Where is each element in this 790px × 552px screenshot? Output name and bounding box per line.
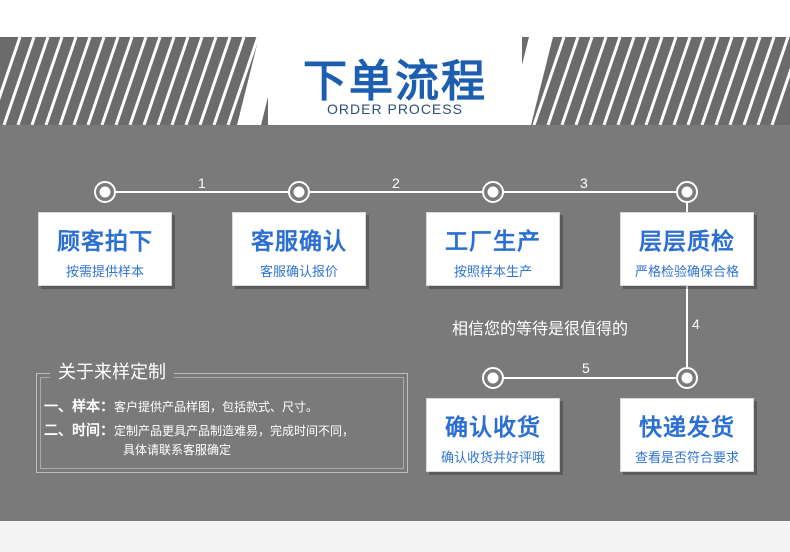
step-card-6: 确认收货 确认收货并好评哦 bbox=[426, 398, 560, 472]
custom-info-title: 关于来样定制 bbox=[50, 358, 174, 384]
flow-node bbox=[94, 181, 698, 389]
step-desc: 查看是否符合要求 bbox=[634, 451, 739, 466]
step-number-4: 4 bbox=[692, 316, 700, 332]
step-card-1: 顾客拍下 按需提供样本 bbox=[38, 212, 172, 286]
step-number-5: 5 bbox=[582, 360, 590, 376]
step-desc: 按需提供样本 bbox=[65, 265, 144, 280]
diagonal-stripes bbox=[0, 37, 790, 125]
step-card-2: 客服确认 客服确认报价 bbox=[232, 212, 366, 286]
step-desc: 确认收货并好评哦 bbox=[440, 451, 545, 466]
step-desc: 按照样本生产 bbox=[453, 265, 532, 280]
time-value-continued: 具体请联系客服确定 bbox=[123, 443, 232, 457]
title-box: 下单流程 ORDER PROCESS bbox=[268, 37, 522, 125]
step-number-1: 1 bbox=[198, 175, 206, 191]
footer-strip bbox=[0, 521, 790, 552]
step-title: 确认收货 bbox=[445, 415, 541, 441]
step-title: 工厂生产 bbox=[445, 229, 541, 255]
step-title: 层层质检 bbox=[639, 229, 735, 255]
step-title: 客服确认 bbox=[251, 229, 347, 255]
step-desc: 严格检验确保合格 bbox=[634, 265, 739, 280]
step-number-2: 2 bbox=[392, 175, 400, 191]
step-desc: 客服确认报价 bbox=[259, 265, 338, 280]
page-title: 下单流程 bbox=[303, 56, 487, 107]
waiting-note: 相信您的等待是很值得的 bbox=[452, 319, 629, 338]
step-card-3: 工厂生产 按照样本生产 bbox=[426, 212, 560, 286]
time-row: 二、时间：定制产品更具产品制造难易，完成时间不同， bbox=[44, 420, 354, 440]
sample-key: 一、样本： bbox=[44, 399, 114, 415]
time-key: 二、时间： bbox=[44, 423, 114, 439]
page-subtitle: ORDER PROCESS bbox=[327, 101, 463, 117]
custom-info-inner-border bbox=[40, 377, 404, 469]
step-title: 快递发货 bbox=[639, 415, 735, 441]
step-title: 顾客拍下 bbox=[57, 229, 153, 255]
step-card-5: 快递发货 查看是否符合要求 bbox=[620, 398, 754, 472]
step-number-3: 3 bbox=[580, 175, 588, 191]
custom-info-box bbox=[36, 373, 408, 473]
sample-row: 一、样本：客户提供产品样图，包括款式、尺寸。 bbox=[44, 396, 318, 416]
time-value: 定制产品更具产品制造难易，完成时间不同， bbox=[114, 424, 355, 438]
step-card-4: 层层质检 严格检验确保合格 bbox=[620, 212, 754, 286]
sample-value: 客户提供产品样图，包括款式、尺寸。 bbox=[114, 400, 319, 414]
